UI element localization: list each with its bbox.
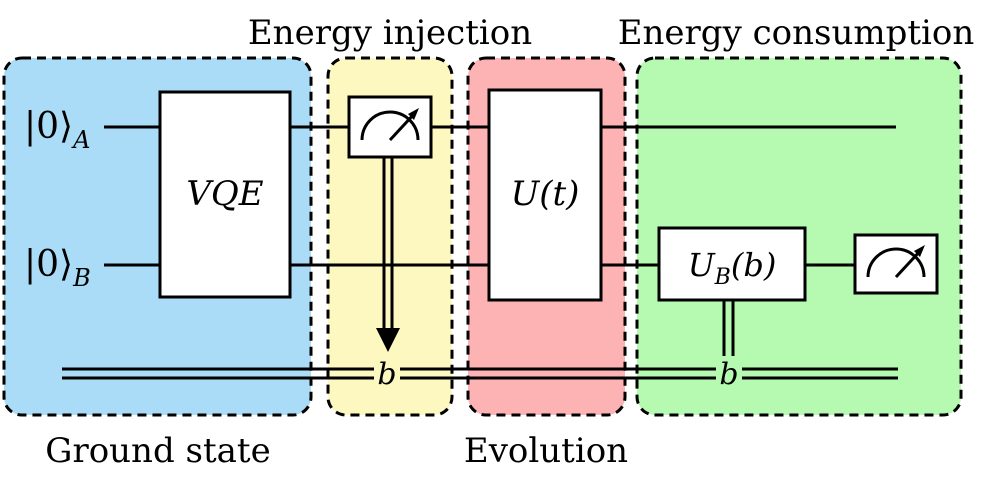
evolution-label: Evolution	[464, 431, 628, 471]
classical-bit-label-1: b	[377, 357, 396, 392]
evolution-gate	[487, 88, 603, 302]
vqe-gate	[158, 90, 292, 299]
classical-bit-label-2: b	[719, 357, 738, 392]
controlled-gate-label: UB(b)	[688, 246, 777, 290]
measurement-b-icon	[853, 233, 939, 295]
controlled-gate	[657, 226, 807, 302]
qubit-a-input-ket: |0⟩A	[24, 106, 90, 154]
qubit-b-input-ket: |0⟩B	[24, 244, 91, 292]
bit-to-controlled-gate-link	[722, 300, 735, 356]
ground-state-label: Ground state	[45, 431, 270, 471]
classical-bit-wire	[62, 367, 898, 380]
energy-injection-label: Energy injection	[248, 13, 532, 53]
energy-consumption-label: Energy consumption	[618, 13, 975, 53]
vqe-gate-label: VQE	[186, 174, 263, 214]
evolution-gate-label: U(t)	[511, 174, 580, 214]
measurement-a-icon	[347, 95, 433, 159]
measurement-to-bit-arrow	[376, 157, 400, 352]
